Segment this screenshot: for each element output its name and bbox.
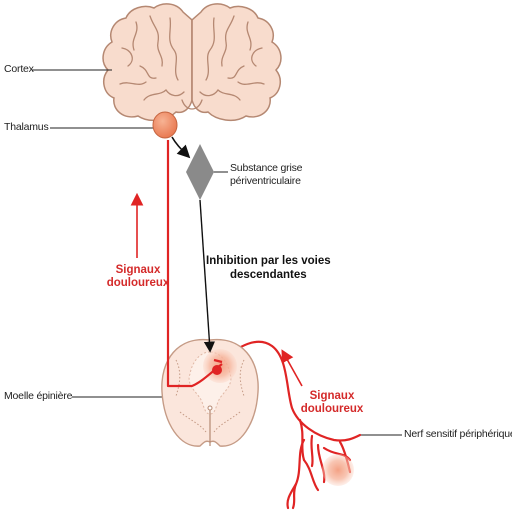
inhibition-label-line1: Inhibition par les voies [206, 255, 331, 267]
descending-inhibition-arrow [199, 199, 216, 353]
spinal-cord-section [161, 338, 259, 447]
signals-left-label-line2: douloureux [106, 277, 170, 289]
peripheral-nerve-label: Nerf sensitif périphérique [404, 428, 512, 440]
signals-right-label: Signaux douloureux [298, 390, 366, 416]
thalamus-to-pag-arrow [171, 136, 191, 159]
brain-illustration [102, 3, 282, 122]
thalamus-label: Thalamus [4, 121, 49, 133]
signals-right-label-line2: douloureux [300, 403, 364, 415]
peripheral-nerve [220, 340, 362, 510]
signals-left-label: Signaux douloureux [104, 264, 172, 290]
substance-grise-diamond [186, 144, 214, 200]
substance-grise-label-line1: Substance grise [230, 162, 303, 174]
thalamus-node [152, 111, 178, 139]
peripheral-signal-arrow [281, 349, 303, 387]
peripheral-receptor-glow [322, 454, 354, 486]
signals-right-label-line1: Signaux [309, 390, 355, 402]
signals-left-label-line1: Signaux [115, 264, 161, 276]
cortex-label: Cortex [4, 63, 34, 75]
spinal-cord-label: Moelle épinière [4, 390, 73, 402]
substance-grise-label: Substance grise périventriculaire [230, 162, 302, 188]
inhibition-label-line2: descendantes [229, 269, 307, 281]
substance-grise-label-line2: périventriculaire [230, 175, 301, 187]
synapse-node [212, 365, 222, 375]
inhibition-label: Inhibition par les voies descendantes [206, 254, 331, 282]
